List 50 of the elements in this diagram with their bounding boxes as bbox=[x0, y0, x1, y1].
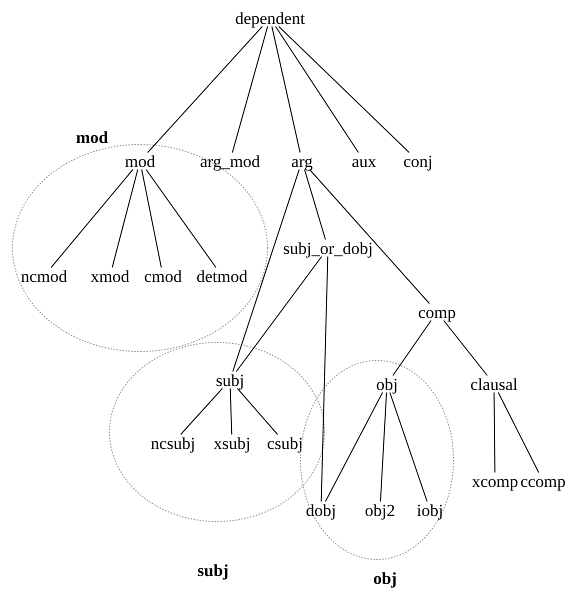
tree-branch-line bbox=[443, 320, 488, 376]
category-label: dependent bbox=[235, 10, 305, 26]
category-label: iobj bbox=[416, 502, 444, 518]
category-label: csubj bbox=[267, 434, 303, 452]
category-label: clausal bbox=[470, 376, 518, 392]
category-label: mod bbox=[124, 152, 156, 170]
category-label: xcomp bbox=[472, 472, 518, 490]
category-label: aux bbox=[352, 152, 376, 170]
tree-branch-line bbox=[324, 392, 384, 502]
category-label: obj2 bbox=[364, 502, 396, 518]
category-label: detmod bbox=[196, 268, 248, 284]
tree-branch-line bbox=[275, 26, 359, 153]
tree-branch-line bbox=[146, 169, 216, 268]
category-label: cmod bbox=[144, 268, 182, 284]
tree-branch-line bbox=[230, 388, 232, 435]
category-label: ncsubj bbox=[150, 434, 196, 452]
tree-branch-line bbox=[278, 26, 410, 153]
category-label: ccomp bbox=[520, 472, 566, 490]
category-label: comp bbox=[418, 304, 456, 320]
tree-branch-line bbox=[232, 169, 300, 372]
tree-branch-line bbox=[320, 256, 328, 502]
category-label: dobj bbox=[306, 502, 336, 518]
category-label: subj bbox=[216, 372, 244, 388]
tree-branch-line bbox=[112, 169, 138, 268]
group-label: subj bbox=[197, 562, 229, 578]
category-label: ncmod bbox=[20, 268, 68, 284]
group-label: mod bbox=[76, 128, 108, 146]
category-label: obj bbox=[376, 376, 398, 392]
tree-branch-line bbox=[494, 392, 496, 473]
category-label: arg_mod bbox=[200, 152, 260, 170]
tree-branch-line bbox=[50, 169, 134, 268]
tree-branch-line bbox=[498, 392, 540, 473]
group-label: obj bbox=[373, 570, 397, 586]
category-label: xsubj bbox=[214, 434, 250, 452]
tree-branch-line bbox=[304, 169, 326, 240]
category-label: subj_or_dobj bbox=[283, 240, 373, 256]
tree-branch-line bbox=[380, 392, 388, 502]
category-label: conj bbox=[403, 152, 433, 170]
tree-branch-line bbox=[232, 26, 268, 153]
category-label: xmod bbox=[90, 268, 130, 284]
tree-branch-line bbox=[236, 388, 278, 435]
tree-branch-line bbox=[271, 26, 301, 153]
tree-branch-line bbox=[141, 169, 162, 268]
tree-branch-line bbox=[180, 388, 223, 435]
tree-branch-line bbox=[309, 169, 430, 304]
tree-branch-line bbox=[236, 256, 322, 372]
tree-branch-line bbox=[392, 320, 432, 376]
category-label: arg bbox=[291, 152, 313, 170]
tree-branch-line bbox=[389, 392, 428, 502]
tree-branch-line bbox=[147, 26, 263, 153]
